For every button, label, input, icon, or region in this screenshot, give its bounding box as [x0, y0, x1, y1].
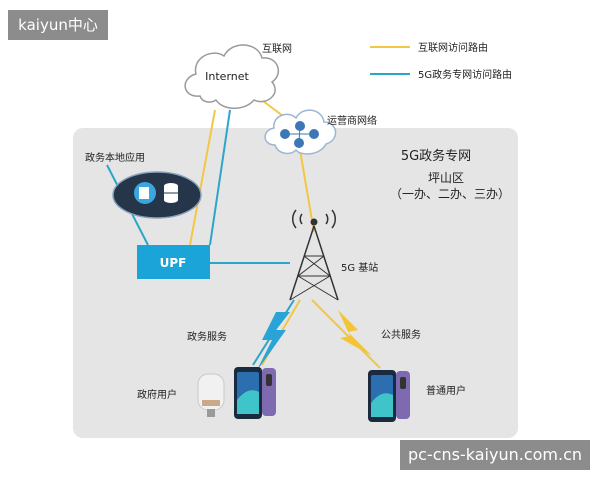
upf-label: UPF: [160, 256, 187, 270]
gov-service-label: 政务服务: [187, 330, 227, 343]
carrier-network-cloud-icon: [264, 109, 337, 155]
base-station-label: 5G 基站: [341, 261, 378, 274]
carrier-to-basestation-line: [299, 149, 315, 233]
gov-user-label: 政府用户: [137, 388, 177, 401]
internet-label: 互联网: [262, 43, 292, 55]
internet-to-upf-blue-line: [209, 109, 231, 246]
internet-to-upf-yellow-line: [189, 109, 216, 246]
cpe-device-icon: [197, 373, 225, 417]
public-user-label: 普通用户: [426, 384, 466, 397]
gov-service-lightning-icon: [256, 312, 290, 372]
local-apps-icon: [112, 171, 202, 219]
base-station-tower-icon: [289, 209, 339, 301]
internet-cloud-label: Internet: [205, 70, 249, 83]
local-apps-label: 政务本地应用: [85, 151, 145, 164]
region-district: 坪山区: [428, 171, 464, 185]
upf-box: [137, 245, 210, 279]
watermark-top-left: kaiyun中心: [8, 10, 108, 40]
carrier-network-label: 运营商网络: [327, 114, 377, 127]
public-service-lightning-icon: [338, 310, 372, 356]
region-title: 5G政务专网: [401, 148, 471, 164]
public-user-phone-icon: [368, 370, 410, 422]
watermark-bottom-right: pc-cns-kaiyun.com.cn: [400, 440, 590, 470]
basestation-to-public-user-line: [311, 299, 381, 369]
legend-gov-route-label: 5G政务专网访问路由: [418, 68, 512, 81]
public-service-label: 公共服务: [381, 328, 421, 341]
region-offices: （一办、二办、三办）: [390, 186, 510, 201]
internet-cloud-icon: [184, 44, 280, 109]
gov-user-phone-icon: [234, 367, 276, 419]
legend-internet-route-label: 互联网访问路由: [418, 41, 488, 54]
